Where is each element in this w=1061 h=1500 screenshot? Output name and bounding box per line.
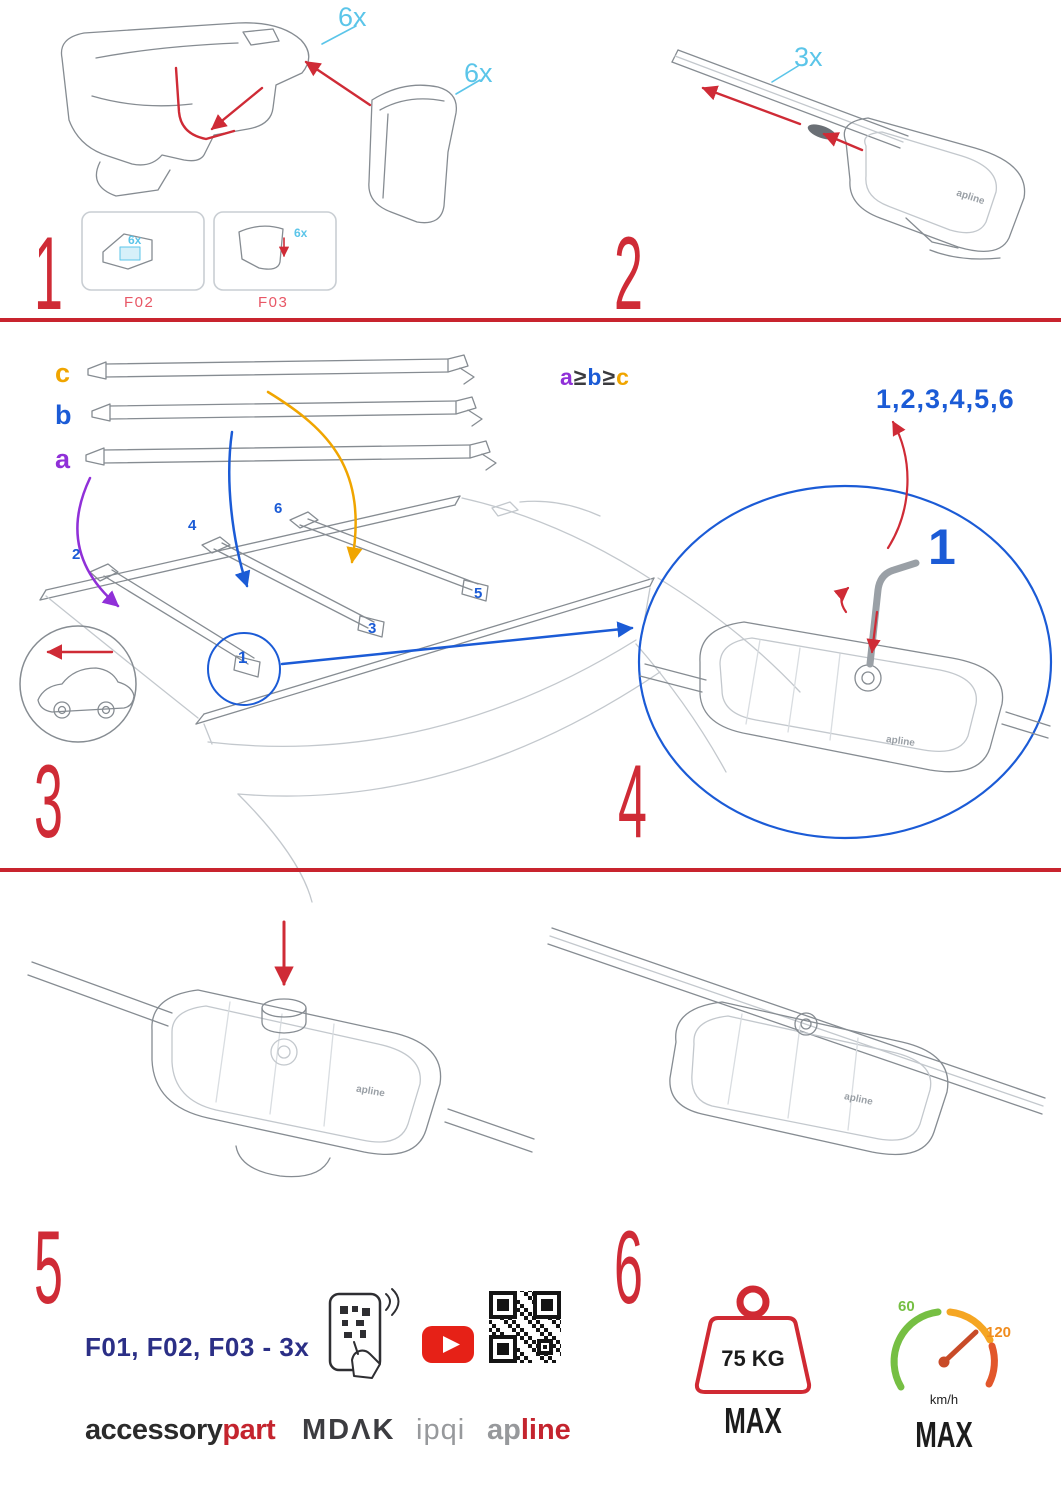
step2-red-arrows <box>701 85 864 152</box>
roof-position-4: 4 <box>188 517 197 534</box>
max-weight-value: 75 KG <box>721 1346 785 1371</box>
step5-foot-drawing <box>27 920 535 1178</box>
speed-high-label: 120 <box>986 1324 1012 1341</box>
bar-label-c: c <box>55 358 71 388</box>
weight-limit-icon <box>694 1285 812 1394</box>
allen-key-icon <box>866 559 920 668</box>
brand-mdak: MDΛK <box>302 1414 396 1446</box>
max-speed-label: MAX <box>915 1414 973 1455</box>
part-code-f02: F02 <box>124 294 155 311</box>
section-divider-top <box>0 318 1061 322</box>
speedometer-needle <box>941 1329 979 1365</box>
roof-position-1: 1 <box>238 648 248 667</box>
qr-code-icon <box>486 1288 564 1366</box>
inset1-qty-label: 6x <box>128 233 142 247</box>
step4-number: 4 <box>618 744 647 860</box>
speed-unit-label: km/h <box>929 1392 959 1407</box>
step3-roof-drawing <box>39 390 801 903</box>
step1-callout-lines <box>321 25 481 95</box>
bar-label-b: b <box>55 400 72 430</box>
qty-label-bars: 3x <box>794 42 823 72</box>
roof-position-3: 3 <box>368 620 377 637</box>
position1-highlight-circle <box>207 632 281 706</box>
sequence-first-number: 1 <box>928 519 956 575</box>
step6-number: 6 <box>614 1210 643 1326</box>
rule-ge2: ≥ <box>602 364 617 390</box>
brand-apline: apline <box>487 1414 571 1447</box>
rule-c: c <box>616 364 630 390</box>
brand-line-text: line <box>520 1414 571 1446</box>
bar-label-a: a <box>55 444 71 474</box>
rule-b: b <box>587 364 603 390</box>
qty-label-cover-top: 6x <box>338 2 367 32</box>
brand-ap-text: ap <box>487 1414 521 1446</box>
roof-position-6: 6 <box>274 500 283 517</box>
tighten-sequence: 1,2,3,4,5,6 <box>876 384 1015 414</box>
parts-quantity-line: F01, F02, F03 - 3x <box>85 1332 310 1362</box>
step5-number: 5 <box>34 1210 63 1326</box>
part-code-f03: F03 <box>258 294 289 311</box>
zoom-circle <box>637 484 1053 840</box>
speed-low-label: 60 <box>898 1298 915 1315</box>
step2-bar-drawing <box>671 49 1026 260</box>
brand-part-text: part <box>222 1414 276 1446</box>
step4-red-arrows <box>833 420 909 654</box>
rule-ge1: ≥ <box>573 364 588 390</box>
youtube-icon <box>422 1326 474 1363</box>
brand-accessory-text: accessory <box>85 1414 223 1446</box>
inset2-qty-label: 6x <box>294 226 308 240</box>
brand-accessorypart: accessorypart <box>85 1414 276 1447</box>
step2-callout-line <box>771 65 799 83</box>
step1-foot-exploded-drawing <box>60 22 481 291</box>
step2-number: 2 <box>614 216 643 332</box>
step4-zoom-drawing <box>637 420 1053 840</box>
brand-ipqi: ipqi <box>416 1414 466 1446</box>
step1-inset-boxes <box>81 211 337 291</box>
qty-label-cover-side: 6x <box>464 58 493 88</box>
step3-bars-drawing <box>85 354 497 471</box>
step6-foot-drawing <box>547 927 1046 1156</box>
length-order-rule: a≥b≥c <box>560 364 630 391</box>
phone-scan-icon <box>328 1288 400 1379</box>
section-divider-bottom <box>0 868 1061 872</box>
bar-a-route-arrow <box>76 476 120 608</box>
step3-number: 3 <box>34 744 63 860</box>
bar-c-route-arrow <box>266 390 363 564</box>
step1-number: 1 <box>34 216 63 332</box>
max-weight-label: MAX <box>724 1400 782 1441</box>
step1-red-arrows <box>174 60 372 141</box>
bar-b-route-arrow <box>228 430 251 588</box>
roof-position-5: 5 <box>474 585 483 602</box>
zoom-link-arrow <box>280 621 634 666</box>
roof-position-2: 2 <box>72 546 81 563</box>
rule-a: a <box>560 364 574 390</box>
speed-limit-icon <box>890 1308 998 1391</box>
step3-car-inset <box>19 625 137 743</box>
